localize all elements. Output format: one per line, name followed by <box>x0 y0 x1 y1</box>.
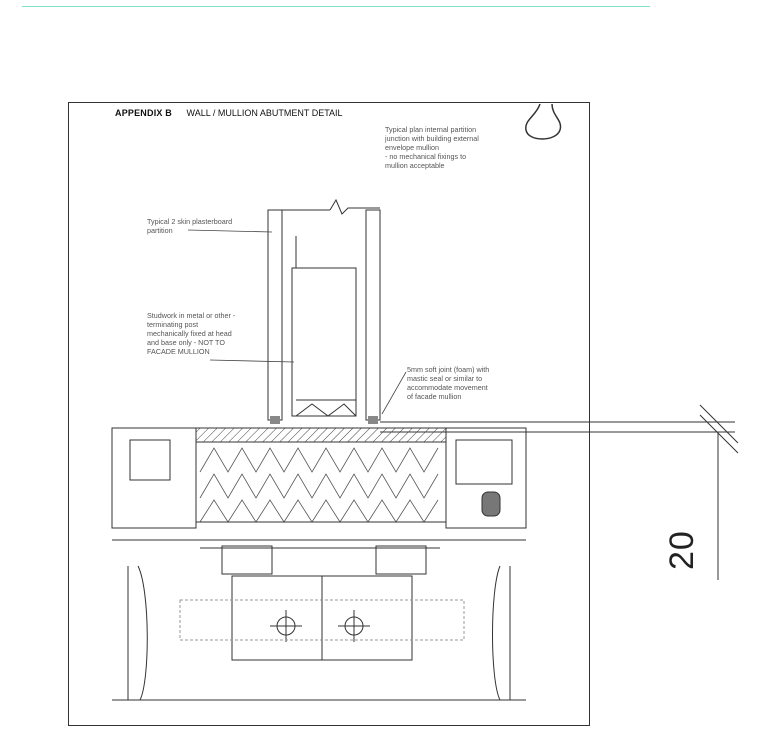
soft-joint-left <box>270 416 280 424</box>
drawing-sheet: APPENDIX B WALL / MULLION ABUTMENT DETAI… <box>68 102 590 726</box>
note-typical-plan: Typical plan internal partition junction… <box>385 125 479 170</box>
hook-icon <box>525 103 562 140</box>
mullion-section <box>111 427 527 701</box>
top-accent-rule <box>22 6 650 7</box>
partition-walls <box>267 198 381 421</box>
soft-joint-right <box>368 416 378 424</box>
note-studwork: Studwork in metal or other - terminating… <box>147 311 236 356</box>
note-soft-joint: 5mm soft joint (foam) with mastic seal o… <box>407 365 490 401</box>
appendix-label: APPENDIX B <box>115 108 173 118</box>
sheet-header: APPENDIX B WALL / MULLION ABUTMENT DETAI… <box>115 108 343 118</box>
dimension-value: 20 <box>663 530 701 570</box>
note-partition: Typical 2 skin plasterboard partition <box>147 217 233 235</box>
leader-lines <box>187 229 407 415</box>
detail-title: WALL / MULLION ABUTMENT DETAIL <box>186 108 343 118</box>
